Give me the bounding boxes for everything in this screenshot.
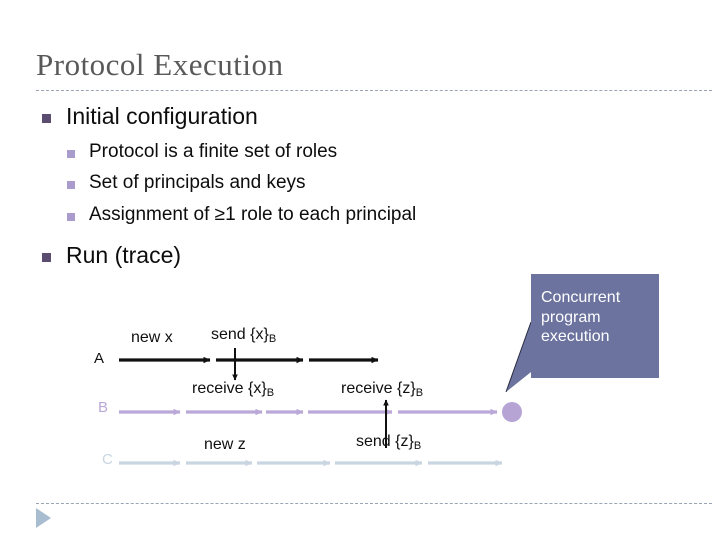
role-label-c: C xyxy=(102,451,113,468)
bullet-label: Run (trace) xyxy=(66,242,182,268)
callout-tail xyxy=(506,322,531,392)
event-label-new-x: new x xyxy=(131,329,173,346)
callout-line-1: Concurrent xyxy=(541,289,621,306)
callout-box xyxy=(531,274,659,378)
event-label-send-x: send {x}B xyxy=(211,326,277,345)
callout-tail-edge xyxy=(505,321,532,393)
event-label-receive-z: receive {z}B xyxy=(341,380,424,399)
bullet-label: Assignment of ≥1 role to each principal xyxy=(89,204,417,225)
bullet-label: Protocol is a finite set of roles xyxy=(89,141,338,162)
role-label-b: B xyxy=(98,399,109,416)
callout-line-2: program xyxy=(541,308,601,326)
timeline-role-b xyxy=(119,402,522,422)
bullet-square-icon xyxy=(67,150,75,158)
role-label-a: A xyxy=(94,350,105,367)
event-label-send-z: send {z}B xyxy=(356,433,422,452)
bullet-protocol-roles: Protocol is a finite set of roles xyxy=(67,141,338,163)
bullet-initial-configuration: Initial configuration xyxy=(42,103,258,129)
event-label-new-z: new z xyxy=(204,436,246,453)
bullet-square-icon xyxy=(67,181,75,189)
bullet-principals-keys: Set of principals and keys xyxy=(67,172,306,194)
bullet-square-icon xyxy=(67,213,75,221)
title-divider xyxy=(36,90,712,91)
callout-text: Concurrent program execution xyxy=(541,288,659,347)
page-title: Protocol Execution xyxy=(36,47,284,82)
footer-divider xyxy=(36,503,712,504)
bullet-label: Set of principals and keys xyxy=(89,172,306,193)
bullet-label: Initial configuration xyxy=(66,103,258,129)
play-triangle-icon xyxy=(36,508,51,528)
bullet-square-icon xyxy=(42,114,51,123)
event-label-receive-x: receive {x}B xyxy=(192,380,275,399)
trace-endpoint-dot xyxy=(502,402,522,422)
bullet-run-trace: Run (trace) xyxy=(42,242,182,268)
callout-line-3: execution xyxy=(541,328,610,346)
bullet-square-icon xyxy=(42,253,51,262)
bullet-role-assignment: Assignment of ≥1 role to each principal xyxy=(67,204,417,226)
